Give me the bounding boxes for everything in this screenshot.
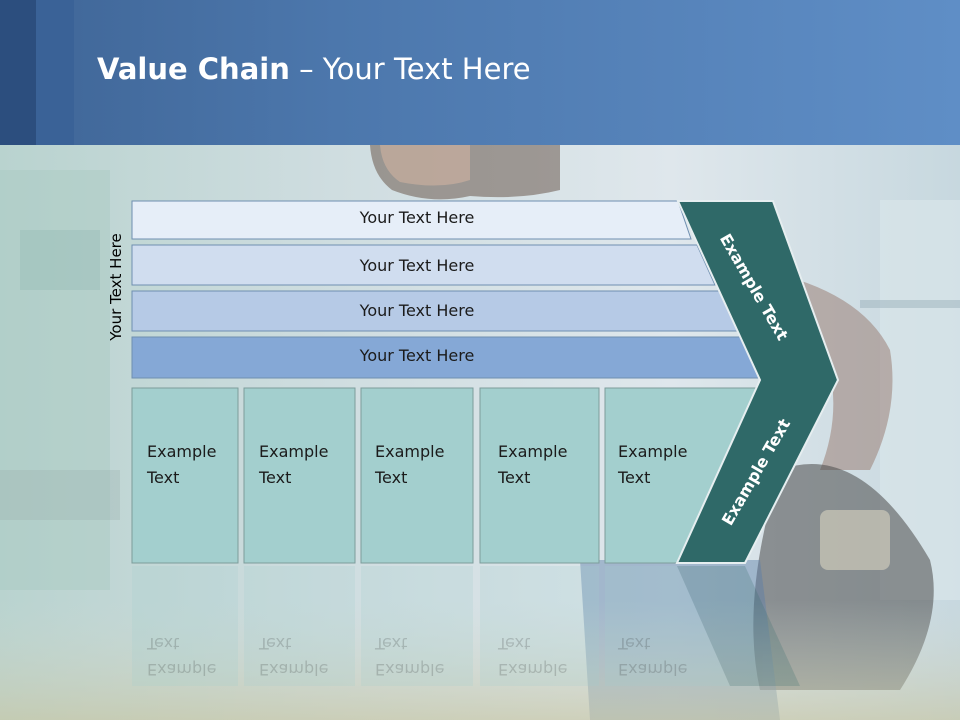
column-label-2: Example Text: [259, 442, 329, 487]
column-label-5: Example Text: [618, 442, 688, 487]
column-label-1-reflection: Example Text: [147, 634, 217, 679]
column-label-4-reflection: Example Text: [498, 634, 568, 679]
column-cell-2: [243, 387, 356, 564]
column-label-5-reflection: Example Text: [618, 634, 688, 679]
column-label-3-reflection: Example Text: [375, 634, 445, 679]
column-cell-1: [131, 387, 239, 564]
title-bar: Value Chain – Your Text Here: [0, 0, 960, 145]
column-cell-3: [360, 387, 474, 564]
column-label-2-reflection: Example Text: [259, 634, 329, 679]
row-label-3: Your Text Here: [359, 301, 475, 320]
slide-title-bold: Value Chain: [97, 52, 290, 86]
title-bar-accent: [36, 0, 74, 145]
chevron: [675, 200, 840, 564]
row-label-1: Your Text Here: [359, 208, 475, 227]
row-band-1: [131, 200, 692, 240]
row-label-2: Your Text Here: [359, 256, 475, 275]
column-label-3: Example Text: [375, 442, 445, 487]
slide-title: Value Chain – Your Text Here: [97, 52, 531, 86]
reflection: [132, 566, 800, 686]
column-label-4: Example Text: [498, 442, 568, 487]
column-cell-4: [479, 387, 600, 564]
title-bar-accent-dark: [0, 0, 36, 145]
row-label-4: Your Text Here: [359, 346, 475, 365]
column-label-1: Example Text: [147, 442, 217, 487]
row-band-2: [131, 244, 716, 286]
slide-title-rest: – Your Text Here: [289, 52, 531, 86]
